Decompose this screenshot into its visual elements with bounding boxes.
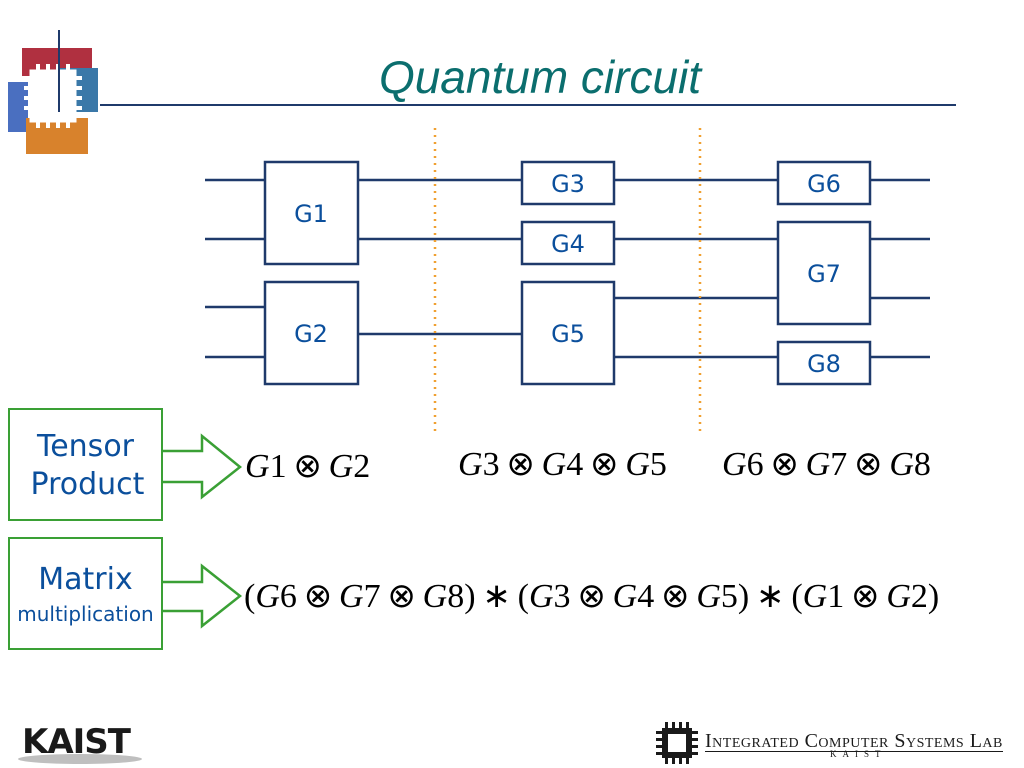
matrix-arrow xyxy=(163,563,243,629)
gate-g1: G1 xyxy=(263,160,360,266)
matrix-text: Matrix xyxy=(38,562,133,597)
tensor-expression-stage-3: G6 ⊗ G7 ⊗ G8 xyxy=(722,446,931,483)
gate-g8: G8 xyxy=(776,340,872,386)
matrix-multiplication-label: Matrix multiplication xyxy=(8,537,163,650)
kaist-logo-swoosh xyxy=(18,754,142,764)
gate-g4: G4 xyxy=(520,220,616,266)
gate-label-g4: G4 xyxy=(551,230,585,258)
gate-label-g6: G6 xyxy=(807,170,841,198)
lab-chip-icon xyxy=(656,722,698,764)
gate-label-g8: G8 xyxy=(807,350,841,378)
multiplication-text: multiplication xyxy=(17,602,154,626)
gate-label-g3: G3 xyxy=(551,170,585,198)
gate-label-g5: G5 xyxy=(551,320,585,348)
title-underline xyxy=(100,104,956,106)
gate-g6: G6 xyxy=(776,160,872,206)
gate-g5: G5 xyxy=(520,280,616,386)
gate-g3: G3 xyxy=(520,160,616,206)
slide-title: Quantum circuit xyxy=(378,51,702,103)
tensor-expression-stage-1: G1 ⊗ G2 xyxy=(245,448,371,485)
chip-logo xyxy=(8,48,98,154)
gate-label-g7: G7 xyxy=(807,260,841,288)
matrix-multiplication-expression: (G6 ⊗ G7 ⊗ G8) ∗ (G3 ⊗ G4 ⊗ G5) ∗ (G1 ⊗ … xyxy=(244,578,940,615)
logo-divider xyxy=(58,30,60,112)
tensor-product-text: Tensor Product xyxy=(30,429,145,502)
gate-g7: G7 xyxy=(776,220,872,326)
tensor-product-label: Tensor Product xyxy=(8,408,163,521)
gate-label-g1: G1 xyxy=(294,200,328,228)
gate-g2: G2 xyxy=(263,280,360,386)
tensor-arrow xyxy=(163,433,242,500)
gate-label-g2: G2 xyxy=(294,320,328,348)
lab-subtitle: KAIST xyxy=(830,749,887,759)
tensor-expression-stage-2: G3 ⊗ G4 ⊗ G5 xyxy=(458,446,667,483)
lab-name: Integrated Computer Systems Lab xyxy=(705,730,1003,752)
